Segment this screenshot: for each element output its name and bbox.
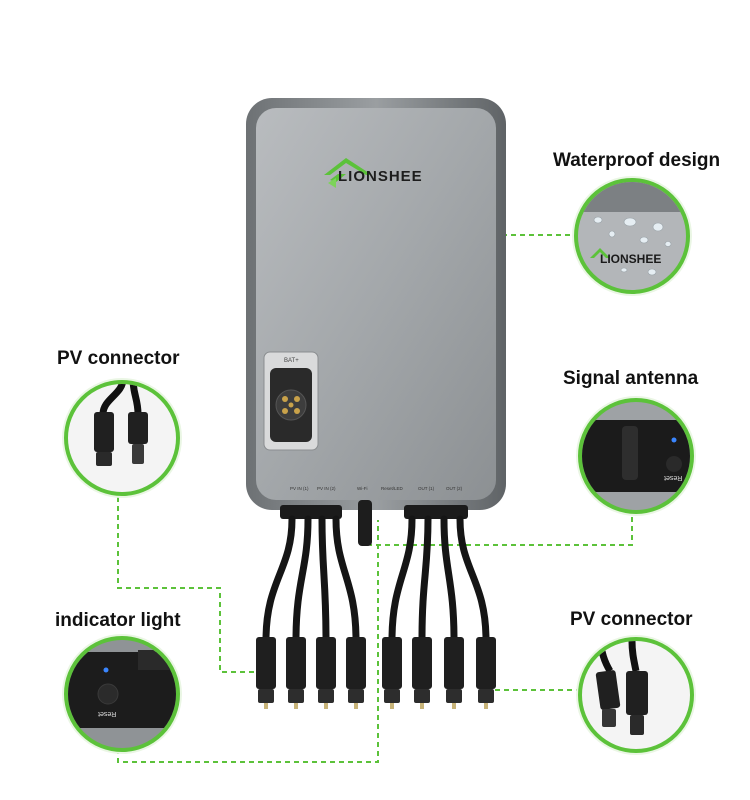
line-signal (370, 508, 633, 546)
lionshee-logo-icon (324, 158, 372, 188)
antenna-icon (582, 420, 690, 492)
port-label-out-2: OUT (2) (446, 486, 463, 491)
antenna-stub (358, 500, 372, 546)
pv-connector-icon (94, 384, 148, 466)
mc4-connectors (256, 637, 496, 709)
pv-connector-left-label: PV connector (57, 348, 180, 369)
pv-connector-left-circle (64, 380, 180, 496)
water-droplets-icon (578, 182, 686, 276)
port-label-reset-led: Reset/LED (381, 486, 404, 491)
port-label-out-1: OUT (1) (418, 486, 435, 491)
signal-antenna-label: Signal antenna (563, 368, 699, 389)
indicator-reset-text: Reset (98, 710, 117, 717)
antenna-reset-text: Reset (664, 474, 683, 481)
indicator-light-circle: Reset (64, 636, 180, 752)
port-label-wifi: Wi-Fi (357, 486, 368, 491)
pv-connector-right-icon (595, 641, 648, 735)
port-label-pv-in-2: PV IN (2) (317, 486, 336, 491)
port-label-pv-in-1: PV IN (1) (290, 486, 309, 491)
indicator-light-label: indicator light (55, 610, 181, 631)
waterproof-logo-text: LIONSHEE (600, 252, 662, 266)
pv-connector-right-label: PV connector (570, 609, 693, 630)
waterproof-design-label: Waterproof design (553, 150, 721, 171)
pv-connector-right-circle (578, 637, 694, 753)
line-pv-left (117, 488, 255, 673)
indicator-light-icon (68, 650, 176, 728)
device-logo-text: LIONSHEE (338, 168, 423, 185)
waterproof-detail-circle: LIONSHEE (574, 178, 690, 294)
battery-port-label: BAT+ (284, 358, 299, 364)
signal-antenna-circle: Reset (578, 398, 694, 514)
